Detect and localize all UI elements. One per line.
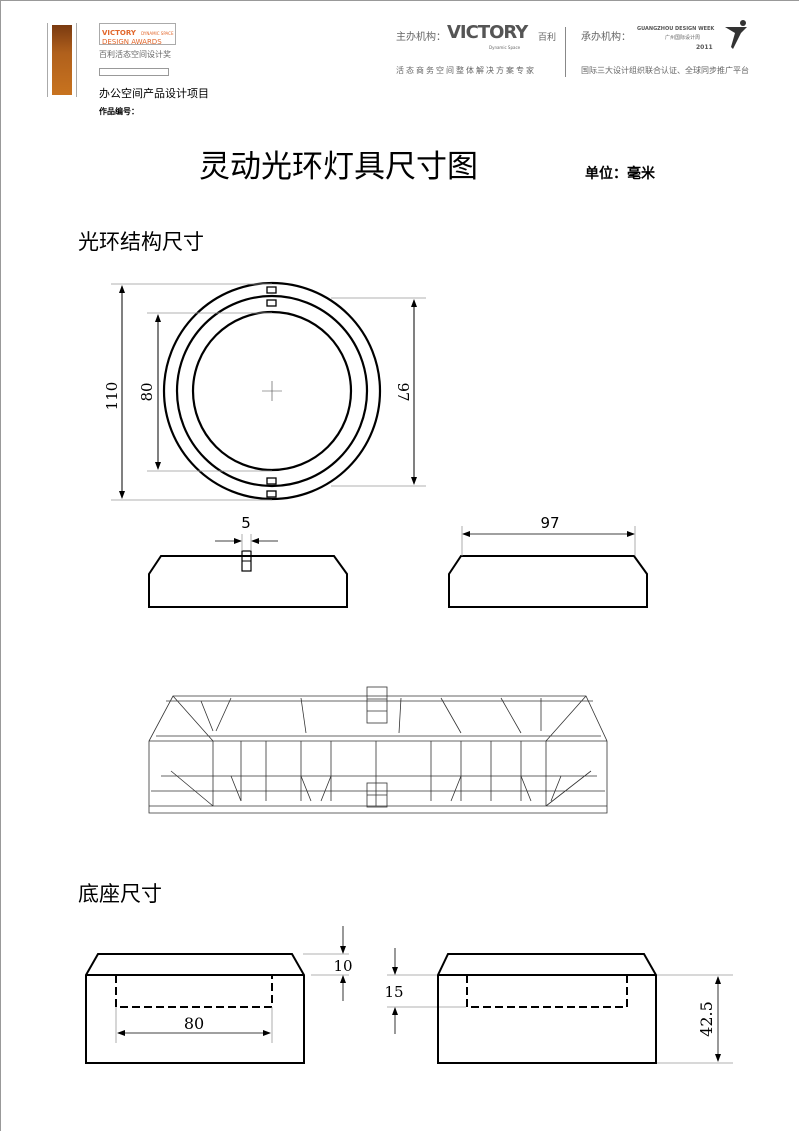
work-number-label: 作品编号： xyxy=(99,107,139,116)
ring-dimension-lines xyxy=(111,283,426,501)
organizer-brand-cn: 百利 xyxy=(538,33,557,43)
section-heading-base: 底座尺寸 xyxy=(78,882,162,906)
ring-side-view-right xyxy=(448,555,648,608)
dim-slot-width: 5 xyxy=(241,514,251,532)
blank-box xyxy=(99,68,169,76)
dim-base-width: 80 xyxy=(184,1014,204,1033)
gdw-logo-icon xyxy=(723,19,749,49)
co-organizer-label: 承办机构： xyxy=(581,32,631,43)
ring-plan-view xyxy=(162,281,382,501)
co-organizer-slogan: 国际三大设计组织联合认证、全球同步推广平台 xyxy=(581,66,749,75)
unit-label: 单位：毫米 xyxy=(585,166,655,182)
award-logo-brand: VICTORY xyxy=(102,29,136,37)
organizer-sub: Dynamic Space xyxy=(489,45,521,50)
section-heading-ring: 光环结构尺寸 xyxy=(78,230,204,254)
gdw-year: 2011 xyxy=(696,44,713,51)
header-divider xyxy=(565,27,566,77)
dim-outer-diameter: 110 xyxy=(103,382,121,411)
award-logo-awards: DESIGN AWARDS xyxy=(102,38,162,46)
dim-side-width: 97 xyxy=(540,514,559,532)
dim-inner-diameter: 80 xyxy=(138,382,156,401)
dim-middle-diameter: 97 xyxy=(394,382,412,401)
page-title: 灵动光环灯具尺寸图 xyxy=(199,149,478,185)
award-logo: VICTORY DYNAMIC SPACE DESIGN AWARDS xyxy=(99,23,177,46)
project-label: 办公空间产品设计项目 xyxy=(99,87,209,100)
award-name: 百利活态空间设计奖 xyxy=(99,50,171,59)
dim-base-height: 42.5 xyxy=(697,1001,716,1037)
dim-base-chamfer: 10 xyxy=(333,957,352,975)
ring-side-view-left xyxy=(148,550,348,608)
base-front-view-left xyxy=(85,953,305,1064)
award-trophy-image xyxy=(47,23,77,97)
base-front-view-right xyxy=(437,953,657,1064)
organizer-label: 主办机构： xyxy=(396,32,446,43)
dim-base-recess: 15 xyxy=(384,983,403,1001)
organizer-slogan: 活态商务空间整体解决方案专家 xyxy=(396,66,536,75)
organizer-brand: VICTORY xyxy=(447,22,528,43)
gdw-name-en: GUANGZHOU DESIGN WEEK xyxy=(637,26,715,32)
award-logo-sub: DYNAMIC SPACE xyxy=(141,31,174,36)
gdw-name-cn: 广州国际设计周 xyxy=(665,35,701,41)
ring-wireframe-3d xyxy=(148,686,608,814)
